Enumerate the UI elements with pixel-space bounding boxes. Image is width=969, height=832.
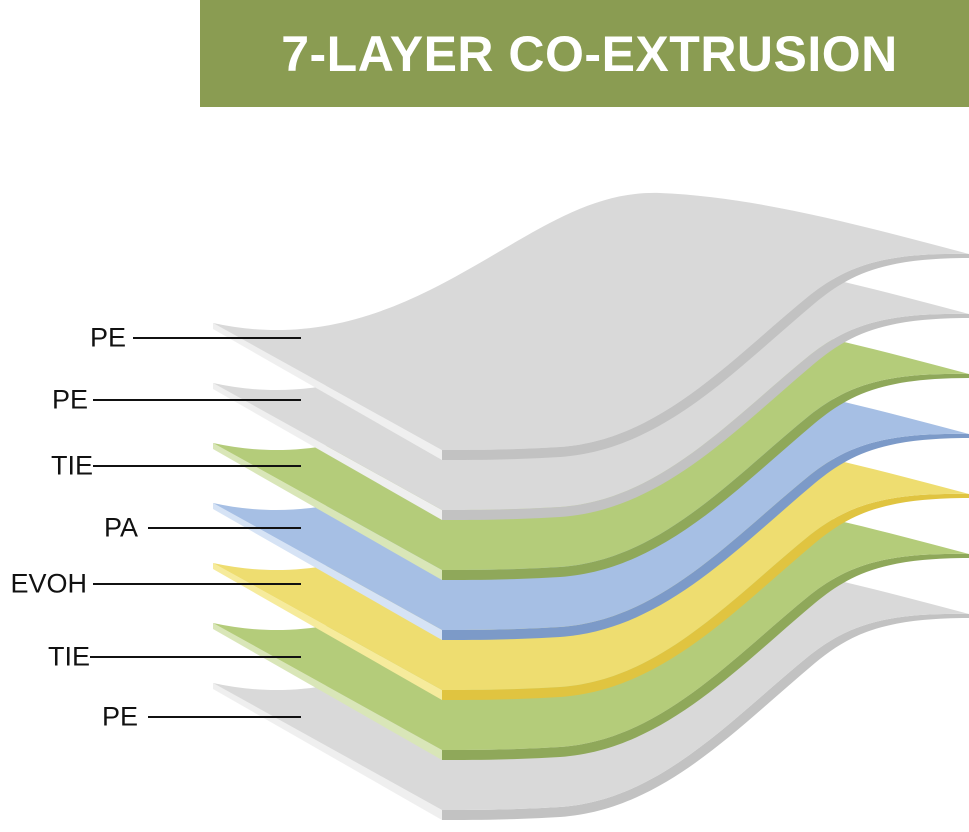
layer-label-4: PA bbox=[103, 512, 138, 543]
layer-sheet-1 bbox=[213, 192, 969, 460]
leader-line-7 bbox=[148, 716, 301, 718]
layer-label-6: TIE bbox=[47, 641, 90, 672]
layer-edge-5 bbox=[213, 563, 442, 700]
leader-line-3 bbox=[93, 465, 301, 467]
leader-line-4 bbox=[148, 527, 301, 529]
leader-line-6 bbox=[90, 656, 301, 658]
layer-edge-4 bbox=[213, 503, 442, 640]
layer-label-2: PE bbox=[51, 384, 88, 415]
layer-edge-3 bbox=[213, 443, 442, 580]
title-banner: 7-LAYER CO-EXTRUSION bbox=[200, 0, 969, 107]
layer-label-7: PE bbox=[101, 701, 138, 732]
page-title: 7-LAYER CO-EXTRUSION bbox=[281, 25, 898, 82]
leader-line-2 bbox=[93, 399, 301, 401]
layer-top-1 bbox=[213, 192, 969, 450]
layer-label-1: PE bbox=[89, 322, 126, 353]
layer-label-3: TIE bbox=[50, 450, 93, 481]
layer-edge-1 bbox=[213, 323, 442, 460]
leader-line-5 bbox=[93, 583, 301, 585]
layer-edge-2 bbox=[213, 383, 442, 520]
leader-line-1 bbox=[133, 337, 301, 339]
layer-label-5: EVOH bbox=[10, 568, 87, 599]
